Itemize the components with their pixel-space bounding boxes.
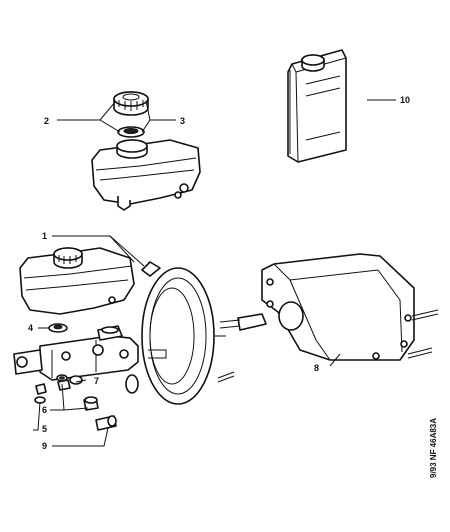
fixing-bolt [95,415,117,431]
master-cylinder [13,325,139,381]
brake-fluid-reservoir-upper [91,139,201,211]
union-nut [57,375,83,391]
callout-7: 7 [94,376,99,386]
callout-9: 9 [42,441,47,451]
reference-code: 9/93 NF 46A83A [429,418,438,478]
callout-2: 2 [44,116,49,126]
reservoir-cap-top [113,91,149,116]
pressure-switch [83,396,99,411]
booster-bracket [261,253,439,361]
callout-4: 4 [28,323,33,333]
callout-3: 3 [180,116,185,126]
brake-fluid-reservoir-lower [19,247,135,315]
brake-booster [125,261,267,405]
leader-lines [33,99,396,447]
callout-8: 8 [314,363,319,373]
callout-6: 6 [42,405,47,415]
callout-5: 5 [42,424,47,434]
reservoir-grommet [48,323,68,333]
reservoir-seal [117,126,145,138]
banjo-bolt [34,383,47,404]
callout-1: 1 [42,231,47,241]
brake-fluid-can [287,49,347,163]
callout-10: 10 [400,95,410,105]
